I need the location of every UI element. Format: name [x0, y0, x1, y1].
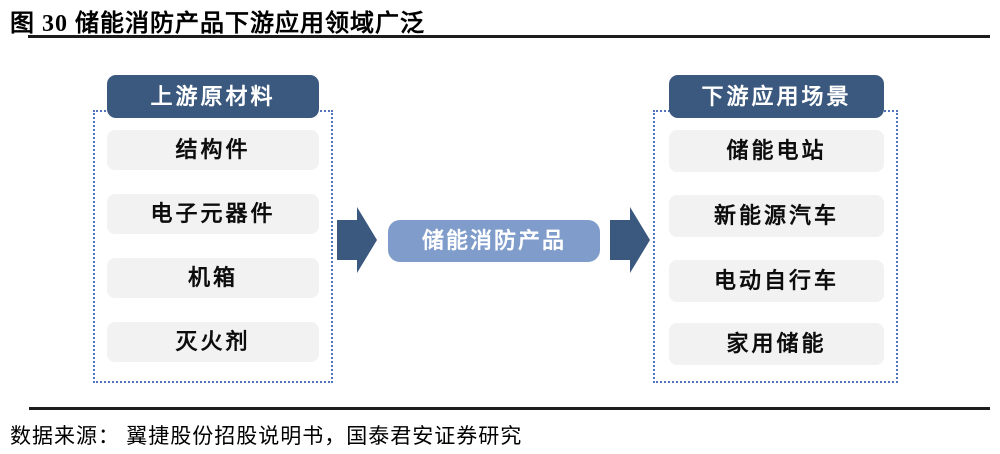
downstream-item-storage-station: 储能电站	[669, 130, 884, 172]
downstream-item-ebike: 电动自行车	[669, 260, 884, 302]
downstream-item-home-storage: 家用储能	[669, 323, 884, 365]
title-divider	[28, 35, 990, 38]
upstream-item-electronic-components: 电子元器件	[107, 194, 319, 234]
downstream-header: 下游应用场景	[669, 75, 884, 118]
upstream-item-structural-parts: 结构件	[107, 130, 319, 170]
bottom-divider	[29, 407, 990, 410]
upstream-item-extinguishing-agent: 灭火剂	[107, 322, 319, 362]
upstream-header: 上游原材料	[107, 75, 319, 118]
data-source-text: 数据来源： 翼捷股份招股说明书，国泰君安证券研究	[10, 424, 523, 448]
product-box: 储能消防产品	[388, 220, 600, 262]
right-block-arrow-shape	[610, 207, 650, 273]
downstream-item-nev: 新能源汽车	[669, 195, 884, 237]
figure-title: 图 30 储能消防产品下游应用领域广泛	[10, 11, 425, 37]
flow-arrow-right-icon	[610, 207, 650, 278]
right-block-arrow-shape	[337, 207, 377, 273]
upstream-item-chassis: 机箱	[107, 258, 319, 298]
flow-arrow-left-icon	[337, 207, 377, 278]
